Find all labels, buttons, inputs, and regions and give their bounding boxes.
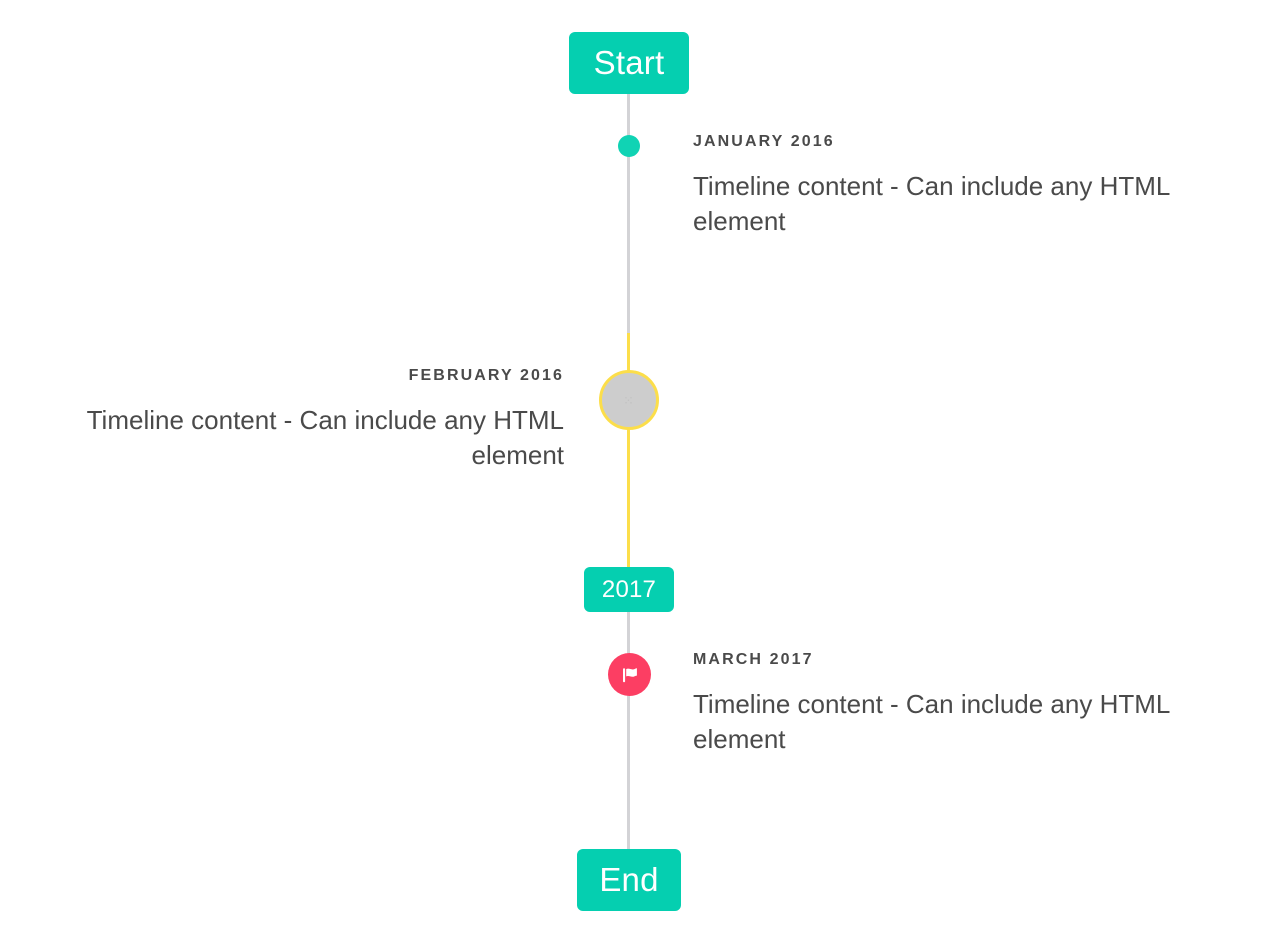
timeline-badge-end[interactable]: End [577, 849, 681, 911]
timeline-event-march-2017: MARCH 2017 Timeline content - Can includ… [693, 651, 1233, 758]
timeline-event-body: Timeline content - Can include any HTML … [693, 171, 1170, 237]
timeline-event-body: Timeline content - Can include any HTML … [86, 405, 564, 471]
flag-icon [622, 667, 637, 682]
timeline-badge-start[interactable]: Start [569, 32, 689, 94]
timeline-event-date: FEBRUARY 2016 [408, 367, 564, 384]
timeline-marker-flag-icon[interactable] [608, 653, 651, 696]
timeline-rail-segment-end [627, 612, 630, 852]
timeline-rail-segment-highlight-lower [627, 428, 630, 569]
timeline-event-date: JANUARY 2016 [693, 133, 835, 150]
placeholder-glyph-icon: ⁙ [623, 392, 635, 408]
timeline-event-body: Timeline content - Can include any HTML … [693, 689, 1170, 755]
timeline-badge-2017[interactable]: 2017 [584, 567, 674, 612]
timeline-marker-placeholder-glyph-icon[interactable]: ⁙ [599, 370, 659, 430]
timeline-rail-segment-start [627, 94, 630, 334]
timeline-event-january-2016: JANUARY 2016 Timeline content - Can incl… [693, 133, 1233, 240]
timeline-event-february-2016: FEBRUARY 2016 Timeline content - Can inc… [36, 367, 564, 474]
timeline-rail-segment-highlight-upper [627, 333, 630, 373]
timeline-event-date: MARCH 2017 [693, 651, 814, 668]
timeline-marker-dot-icon[interactable] [618, 135, 640, 157]
